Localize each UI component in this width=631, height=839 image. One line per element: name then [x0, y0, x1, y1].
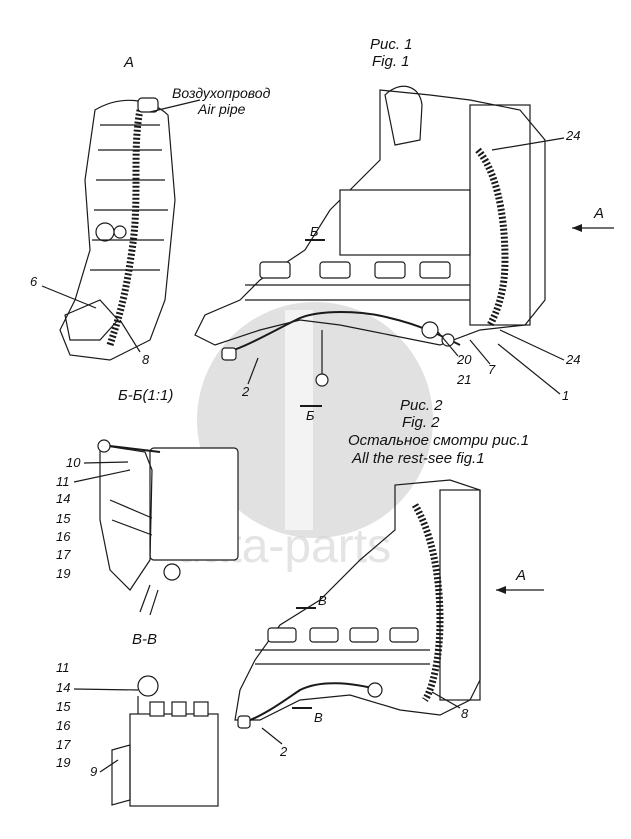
section-vv-drawing [111, 675, 219, 807]
fig2-note-ru: Остальное смотри рис.1 [348, 432, 529, 449]
view-a-arrow-label-fig1: А [593, 205, 604, 222]
fig1-title-en: Fig. 1 [372, 53, 410, 70]
callout-11-vv: 11 [56, 660, 70, 675]
leader-7 [469, 339, 491, 365]
callout-14-vv: 14 [56, 680, 70, 695]
callout-15-vv: 15 [56, 699, 71, 714]
callout-8-view-a: 8 [142, 352, 150, 367]
callout-2-fig2: 2 [279, 744, 288, 759]
callout-8-fig2: 8 [461, 706, 469, 721]
air-pipe-label-en: Air pipe [197, 101, 246, 117]
callout-24-top: 24 [565, 128, 580, 143]
leader-2-fig2 [261, 727, 283, 745]
callout-24-bottom: 24 [565, 352, 580, 367]
fig2-title-en: Fig. 2 [402, 414, 440, 431]
section-vv-title: В-В [132, 631, 157, 648]
callout-21: 21 [456, 372, 471, 387]
view-a-drawing [41, 97, 176, 361]
view-a-letter: А [123, 54, 134, 71]
leader-24-top [491, 137, 565, 151]
air-pipe-leader [149, 99, 201, 113]
leader-2-fig1 [247, 357, 259, 385]
marker-b-bottom: Б [306, 408, 315, 423]
leader-20 [437, 331, 459, 357]
callout-15-bb: 15 [56, 511, 71, 526]
leader-11-bb [73, 469, 131, 483]
fig2-title-ru: Рис. 2 [400, 397, 443, 414]
marker-v-bottom: В [314, 710, 323, 725]
marker-b-top: Б [310, 224, 319, 239]
fig2-injectors [267, 627, 419, 643]
callout-20: 20 [456, 352, 472, 367]
fig1-injectors [259, 261, 451, 279]
callout-17-vv: 17 [56, 737, 71, 752]
callout-9: 9 [90, 764, 97, 779]
view-a-arrowhead-fig1 [572, 224, 582, 232]
callout-10: 10 [66, 455, 81, 470]
callout-17-bb: 17 [56, 547, 71, 562]
section-bb-drawing [97, 439, 239, 616]
leader-24-bottom [499, 329, 565, 361]
section-bb-title: Б-Б(1:1) [118, 387, 173, 404]
callout-1: 1 [562, 388, 569, 403]
view-a-arrow-label-fig2: А [515, 567, 526, 584]
leader-10 [83, 461, 129, 464]
callout-2-fig1: 2 [241, 384, 250, 399]
callout-11-bb: 11 [56, 474, 70, 489]
leader-8-fig2 [431, 691, 461, 709]
marker-v-top: В [318, 593, 327, 608]
air-pipe-label-ru: Воздухопровод [172, 85, 271, 101]
callout-7: 7 [488, 362, 496, 377]
leader-9 [99, 759, 119, 773]
callout-14-bb: 14 [56, 491, 70, 506]
callout-19-vv: 19 [56, 755, 70, 770]
fig2-note-en: All the rest-see fig.1 [351, 450, 485, 467]
leader-14-vv [73, 688, 139, 691]
fig2-engine-drawing [234, 479, 481, 729]
callout-16-bb: 16 [56, 529, 71, 544]
callout-16-vv: 16 [56, 718, 71, 733]
callout-6: 6 [30, 274, 38, 289]
callout-19-bb: 19 [56, 566, 70, 581]
fig1-title-ru: Рис. 1 [370, 36, 413, 53]
fig1-engine-drawing [194, 85, 546, 387]
leader-1 [497, 343, 561, 395]
view-a-arrowhead-fig2 [496, 586, 506, 594]
